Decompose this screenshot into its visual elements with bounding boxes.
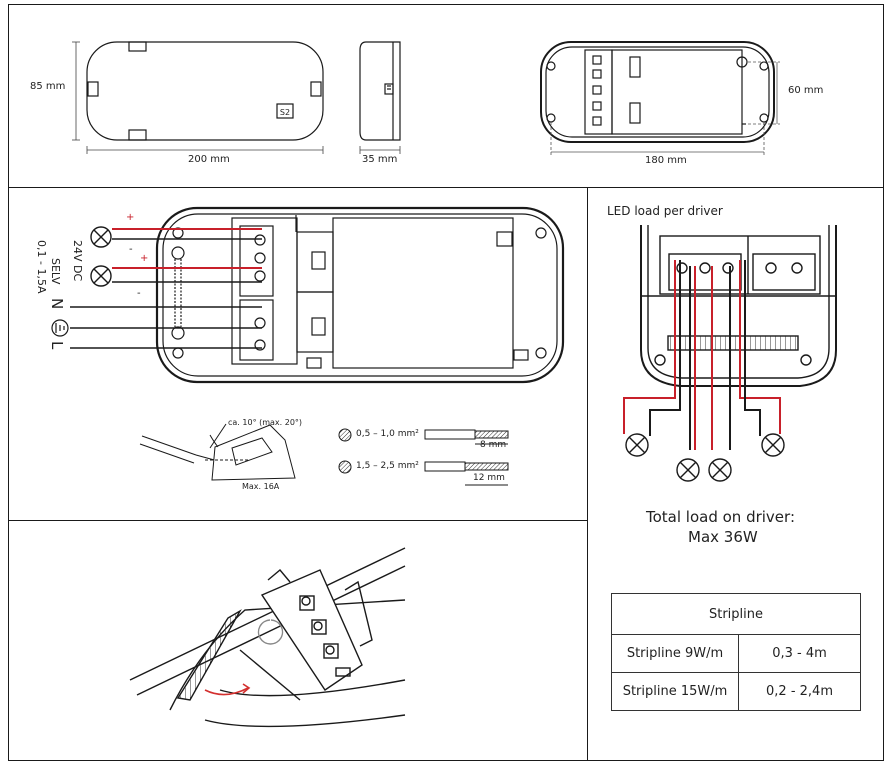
driver-top-view: S2 (86, 41, 324, 141)
wiring-output-neg-wires (112, 238, 262, 283)
strip-small-label: 8 mm (480, 440, 507, 450)
panel-led-load (587, 187, 884, 761)
strip-large-label: 12 mm (473, 473, 505, 483)
assembly-isometric (129, 547, 406, 728)
line-label: L (48, 341, 66, 350)
stripline-range-cell: 0,2 - 2,4m (738, 672, 861, 711)
selv-label: SELV (49, 258, 62, 285)
wiring-output-wires (112, 228, 262, 269)
max-current-label: Max. 16A (242, 482, 280, 491)
neutral-label: N (48, 298, 66, 310)
stripline-table: Stripline Stripline 9W/m 0,3 - 4m Stripl… (611, 593, 861, 711)
dimension-lines-bottom (550, 61, 780, 156)
cross-section-small-label: 0,5 – 1,0 mm² (356, 429, 419, 439)
length-200-label: 200 mm (188, 154, 230, 165)
cable-legend (338, 428, 509, 486)
svg-text:S2: S2 (280, 108, 290, 117)
panel-assembly (8, 520, 588, 761)
led-load-housing (640, 225, 837, 387)
plus-sign-2: + (140, 253, 149, 264)
cross-section-large-label: 1,5 – 2,5 mm² (356, 461, 419, 471)
stripline-header: Stripline (611, 593, 861, 635)
total-load-line1: Total load on driver: (646, 508, 795, 526)
led-load-lamps (625, 433, 785, 482)
led-load-wires-red (623, 260, 781, 450)
table-row: Stripline 9W/m 0,3 - 4m (611, 634, 861, 673)
depth-35-label: 35 mm (362, 154, 398, 165)
led-load-wires-black (649, 260, 761, 450)
height-85-label: 85 mm (30, 81, 66, 92)
minus-sign-2: - (137, 288, 141, 299)
table-row: Stripline 15W/m 0,2 - 2,4m (611, 672, 861, 711)
wiring-mains-wires (70, 306, 262, 349)
minus-sign-1: - (129, 244, 133, 255)
stripline-product-cell: Stripline 9W/m (611, 634, 739, 673)
angle-note-label: ca. 10° (max. 20°) (228, 418, 303, 427)
wiring-driver-housing (155, 206, 565, 384)
wire-insertion-detail (139, 423, 296, 481)
driver-side-view (359, 41, 401, 141)
output-current-label: 0,1 - 1,5A (35, 240, 48, 294)
led-load-title: LED load per driver (607, 204, 723, 218)
rotation-arrow (204, 683, 251, 696)
wiring-lamps (90, 226, 112, 287)
stripline-product-cell: Stripline 15W/m (611, 672, 739, 711)
total-load-line2: Max 36W (688, 528, 758, 546)
hole-60-label: 60 mm (788, 85, 824, 96)
earth-symbol (51, 319, 69, 337)
dimension-lines-top (72, 41, 401, 154)
output-voltage-label: 24V DC (71, 240, 84, 282)
plus-sign-1: + (126, 212, 135, 223)
hole-180-label: 180 mm (645, 155, 687, 166)
driver-bottom-view (540, 41, 775, 143)
stripline-range-cell: 0,3 - 4m (738, 634, 861, 673)
